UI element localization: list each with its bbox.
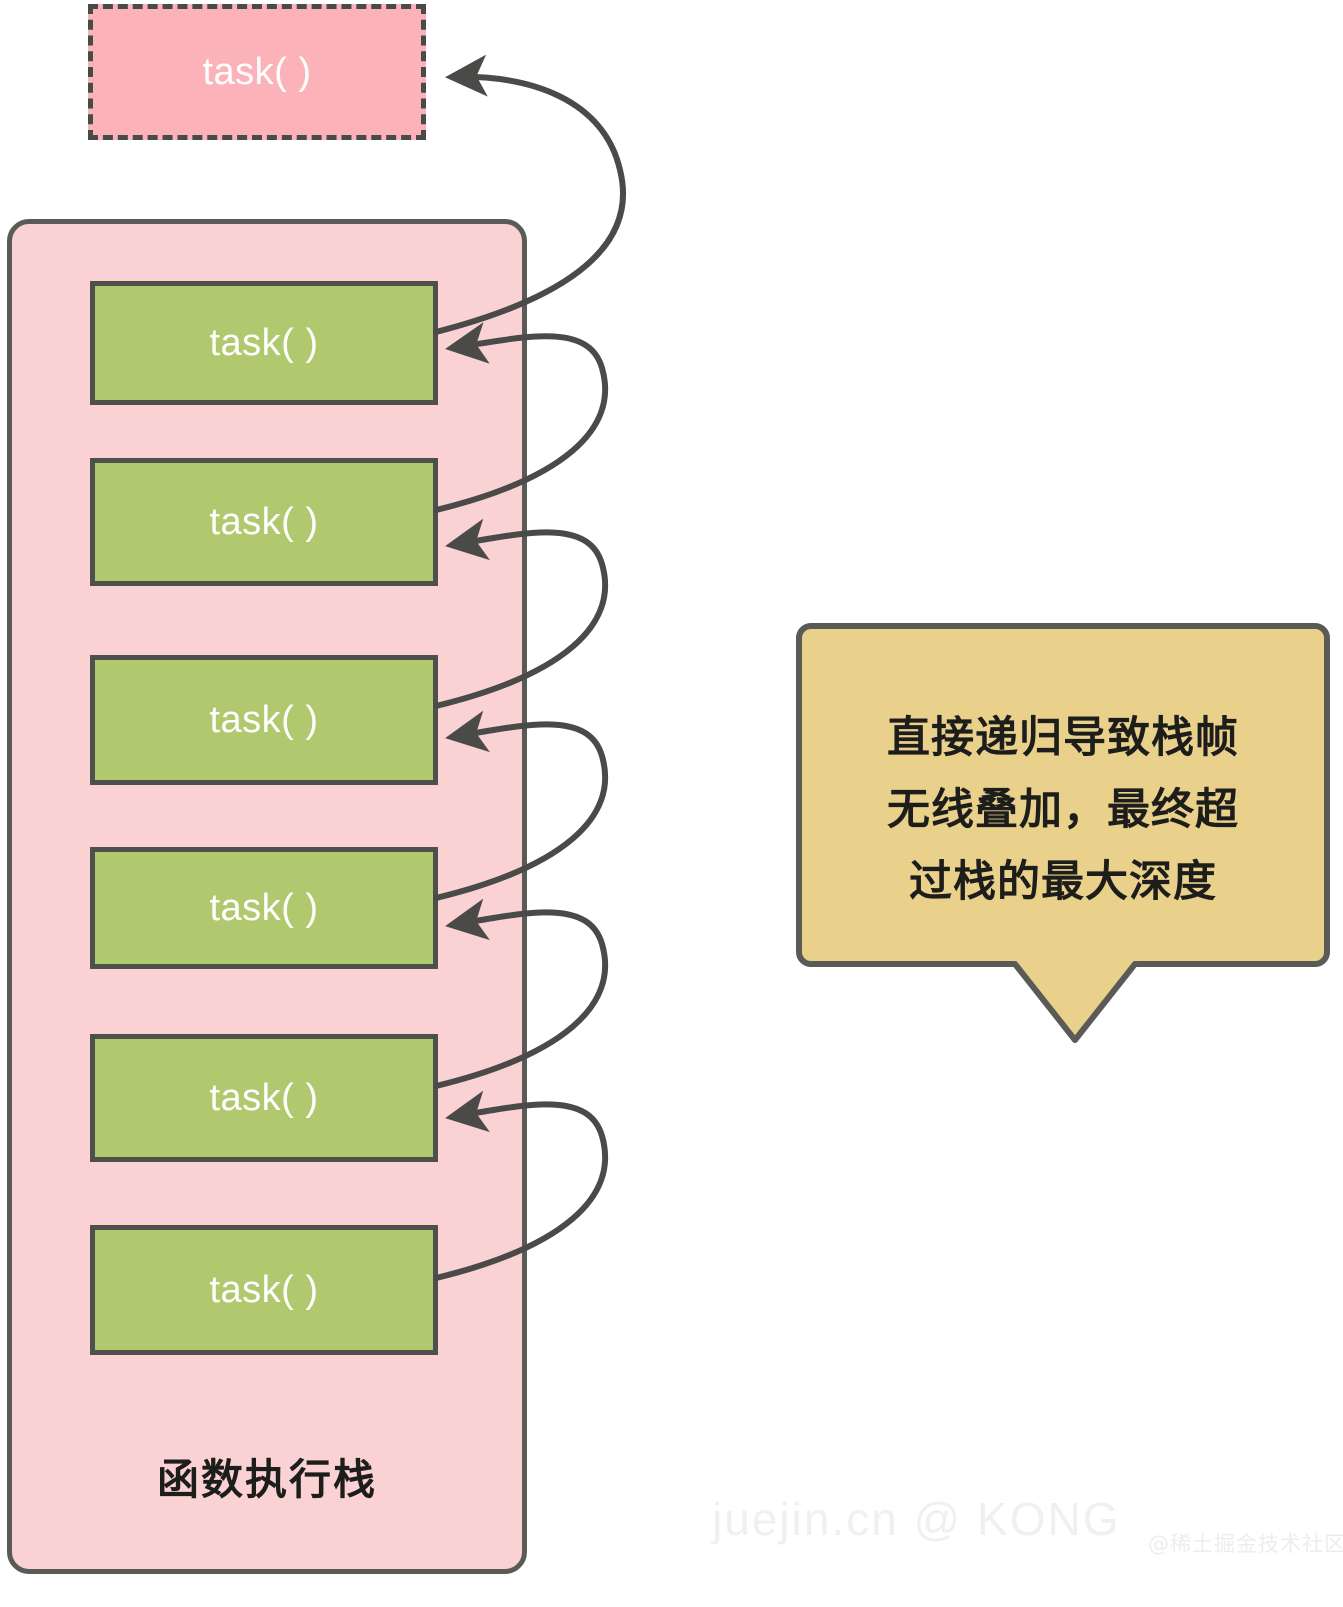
stack-frame-1: task( ) xyxy=(90,281,438,405)
watermark-secondary: @稀土掘金技术社区 xyxy=(1148,1532,1343,1556)
detached-task-frame: task( ) xyxy=(88,4,426,140)
stack-frame-4: task( ) xyxy=(90,847,438,969)
callout-line-3: 过栈的最大深度 xyxy=(909,857,1217,907)
detached-task-frame-label: task( ) xyxy=(202,51,312,93)
stack-frame-5: task( ) xyxy=(90,1034,438,1162)
stack-frame-2: task( ) xyxy=(90,458,438,586)
callout-line-2: 无线叠加，最终超 xyxy=(887,785,1239,835)
stack-frame-5-label: task( ) xyxy=(209,1077,319,1119)
stack-frame-2-label: task( ) xyxy=(209,501,319,543)
stack-frame-3: task( ) xyxy=(90,655,438,785)
stack-frame-4-label: task( ) xyxy=(209,887,319,929)
callout-line-1: 直接递归导致栈帧 xyxy=(887,713,1239,763)
stack-frame-3-label: task( ) xyxy=(209,699,319,741)
stack-frame-1-label: task( ) xyxy=(209,322,319,364)
callout-shape xyxy=(796,623,1330,1043)
stack-frame-6: task( ) xyxy=(90,1225,438,1355)
explanation-callout: 直接递归导致栈帧 无线叠加，最终超 过栈的最大深度 xyxy=(785,612,1341,1044)
callout-text-block: 直接递归导致栈帧 无线叠加，最终超 过栈的最大深度 xyxy=(825,702,1301,918)
watermark-primary: juejin.cn @ KONG xyxy=(712,1493,1121,1545)
stack-frame-6-label: task( ) xyxy=(209,1269,319,1311)
stack-title-label: 函数执行栈 xyxy=(156,1455,377,1504)
